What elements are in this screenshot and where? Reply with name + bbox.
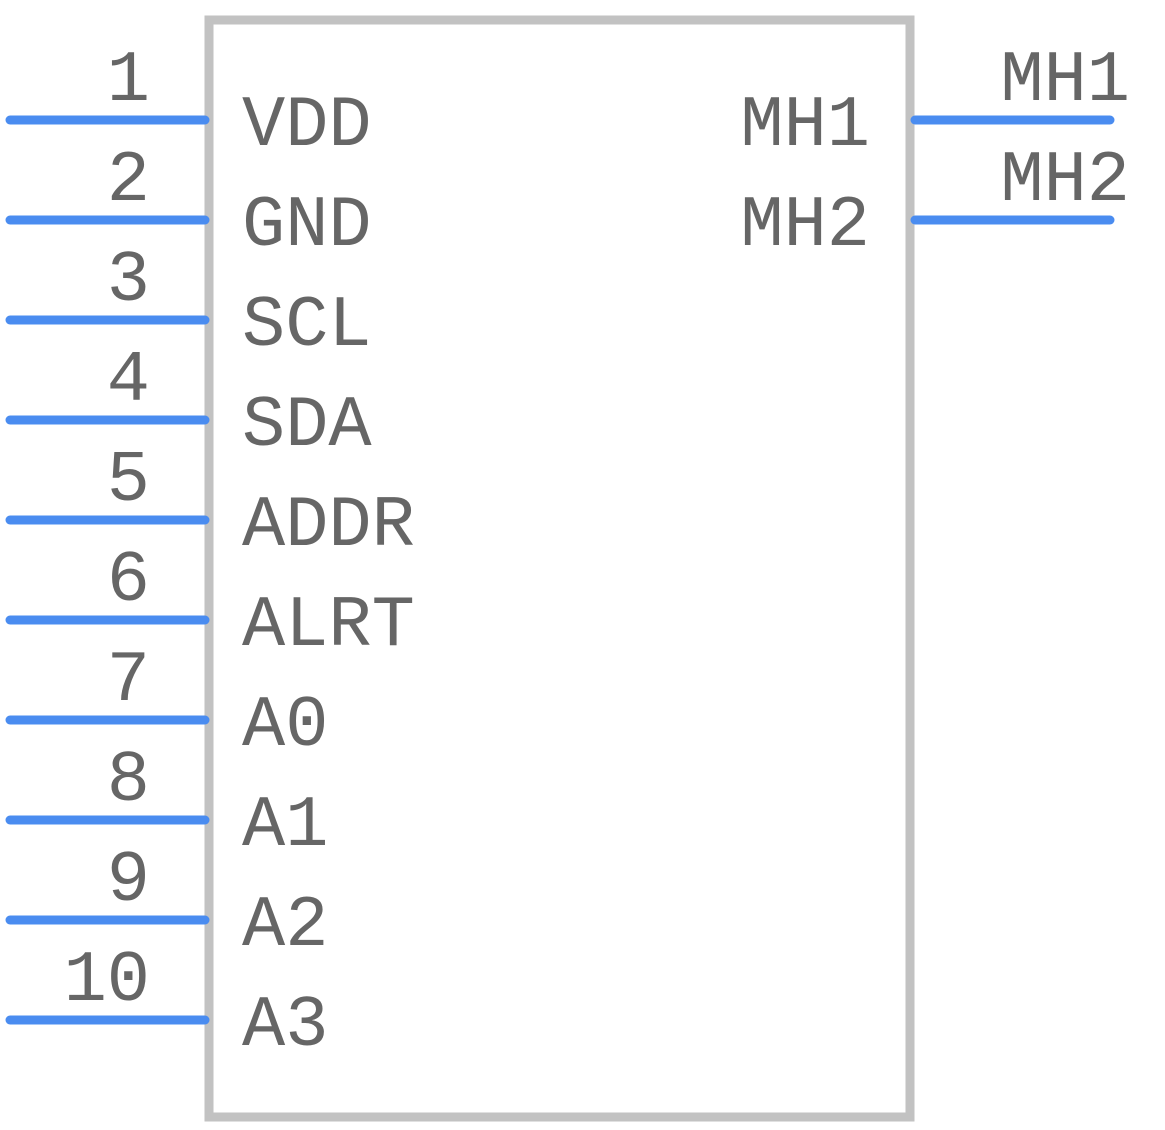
pin-name: ADDR — [242, 485, 415, 567]
pin-name: ALRT — [242, 585, 415, 667]
pin-name: MH2 — [740, 185, 870, 267]
pin-number: 9 — [107, 840, 150, 922]
pin-number: 10 — [64, 940, 150, 1022]
pin-number: 2 — [107, 140, 150, 222]
pin-8: 8A1 — [5, 740, 328, 867]
pin-number: 4 — [107, 340, 150, 422]
pin-number: 7 — [107, 640, 150, 722]
component-body — [204, 15, 915, 1122]
pin-name: VDD — [242, 85, 372, 167]
pin-number: MH1 — [1000, 40, 1130, 122]
pin-name: SCL — [242, 285, 372, 367]
pin-number: 1 — [107, 40, 150, 122]
pin-number: 5 — [107, 440, 150, 522]
pin-9: 9A2 — [5, 840, 328, 967]
pin-name: SDA — [242, 385, 372, 467]
pin-number: MH2 — [1000, 140, 1130, 222]
pin-name: A2 — [242, 885, 328, 967]
pin-number: 3 — [107, 240, 150, 322]
pin-name: A1 — [242, 785, 328, 867]
pin-number: 8 — [107, 740, 150, 822]
pin-name: GND — [242, 185, 372, 267]
pin-name: A3 — [242, 985, 328, 1067]
pin-number: 6 — [107, 540, 150, 622]
pin-7: 7A0 — [5, 640, 328, 767]
pin-name: MH1 — [740, 85, 870, 167]
pin-name: A0 — [242, 685, 328, 767]
